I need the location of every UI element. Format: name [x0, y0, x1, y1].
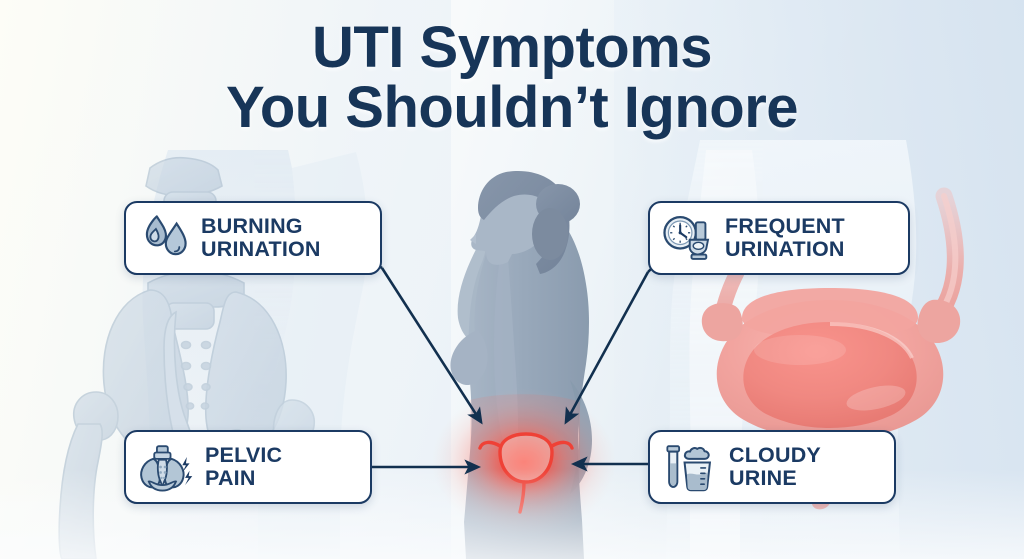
- symptom-card-burning-urination[interactable]: Burning Urination: [124, 201, 382, 275]
- symptom-label-pelvic-pain: Pelvic Pain: [205, 442, 283, 490]
- symptom-card-cloudy-urine[interactable]: Cloudy Urine: [648, 430, 896, 504]
- arrow-burning-to-bladder: [380, 267, 483, 425]
- clock-toilet-icon: [661, 212, 715, 264]
- symptom-card-pelvic-pain[interactable]: Pelvic Pain: [124, 430, 372, 504]
- pelvis-lightning-icon: [137, 441, 195, 493]
- testtube-cloud-beaker-icon: [661, 441, 719, 493]
- symptom-card-frequent-urination[interactable]: Frequent Urination: [648, 201, 910, 275]
- symptom-label-cloudy-urine: Cloudy Urine: [729, 442, 821, 490]
- symptom-label-frequent-urination: Frequent Urination: [725, 213, 845, 261]
- arrow-frequent-to-bladder: [564, 271, 650, 425]
- flame-droplet-icon: [137, 212, 191, 264]
- symptom-label-burning-urination: Burning Urination: [201, 213, 321, 261]
